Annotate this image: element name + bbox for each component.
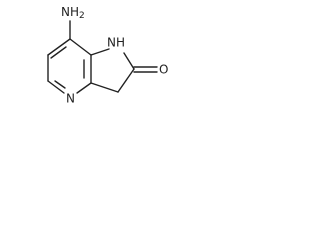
bond-c7a-n1 bbox=[90, 48, 110, 56]
atom-label-nh2: NH2 bbox=[61, 5, 85, 21]
atom-label-o: O bbox=[159, 63, 168, 77]
bond-c2-c3 bbox=[117, 68, 135, 93]
bond-c7-c6 bbox=[47, 38, 71, 56]
atom-label-nh: NH bbox=[107, 36, 125, 50]
bond-c5-n4 bbox=[47, 80, 65, 94]
atom-label-n: N bbox=[66, 92, 75, 106]
bond-n4-c3a bbox=[76, 82, 92, 94]
bond-c7-c7a bbox=[69, 38, 92, 56]
bond-c6-c6-double bbox=[50, 46, 67, 59]
bond-c5-n4-double bbox=[54, 80, 66, 89]
molecule-structure: NH2 NH N O bbox=[47, 5, 168, 106]
bond-n1-c2 bbox=[123, 52, 135, 70]
bond-c3-c3a bbox=[90, 82, 119, 93]
